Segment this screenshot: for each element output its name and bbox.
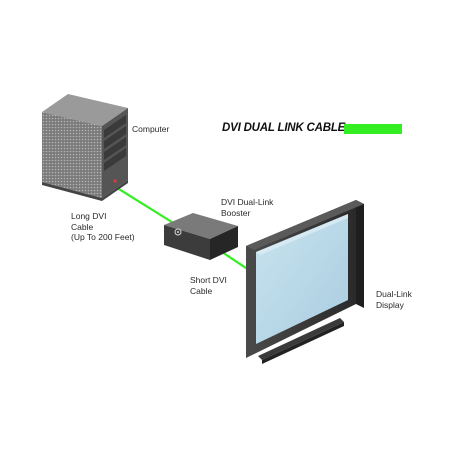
computer-label: Computer bbox=[132, 124, 170, 134]
display-label: Dual-Link Display bbox=[376, 289, 412, 310]
legend-label: DVI DUAL LINK CABLE bbox=[222, 122, 346, 134]
short-cable-label: Short DVI Cable bbox=[190, 275, 227, 296]
computer-tower-icon bbox=[42, 94, 128, 201]
legend-cable-swatch bbox=[344, 124, 402, 134]
long-cable-label: Long DVI Cable (Up To 200 Feet) bbox=[71, 211, 135, 242]
booster-label: DVI Dual-Link Booster bbox=[221, 197, 274, 218]
booster-box-icon bbox=[164, 213, 238, 260]
long-dvi-cable bbox=[113, 185, 184, 230]
flat-panel-display-icon bbox=[246, 200, 364, 364]
